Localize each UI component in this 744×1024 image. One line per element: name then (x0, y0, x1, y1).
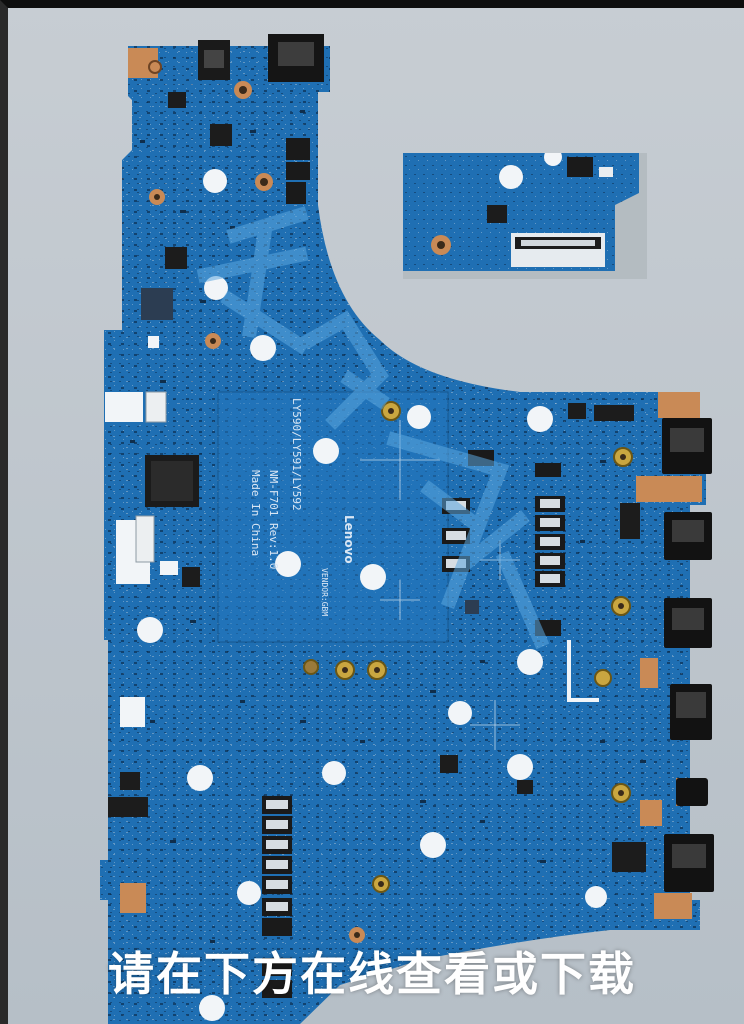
mounting-pads (120, 48, 706, 943)
watermark-strokes (196, 206, 550, 650)
brand-logo: Lenovo (342, 515, 356, 564)
small-components (130, 110, 646, 943)
white-dots (137, 169, 607, 1021)
download-caption: 请在下方在线查看或下载 (108, 947, 636, 1001)
daughterboard-photo (403, 153, 647, 279)
top-connectors (198, 34, 324, 82)
chips (108, 92, 646, 872)
board-id-silkscreen: NM-F701 Rev:1.0 (267, 470, 280, 570)
origin-silkscreen: Made In China (249, 470, 262, 557)
vendor-silkscreen: VENDOR:GBM (320, 568, 329, 617)
daughterboard-inset (403, 153, 647, 279)
flex-connectors (135, 391, 167, 563)
model-line-silkscreen: LY590/LY591/LY592 (290, 398, 303, 511)
